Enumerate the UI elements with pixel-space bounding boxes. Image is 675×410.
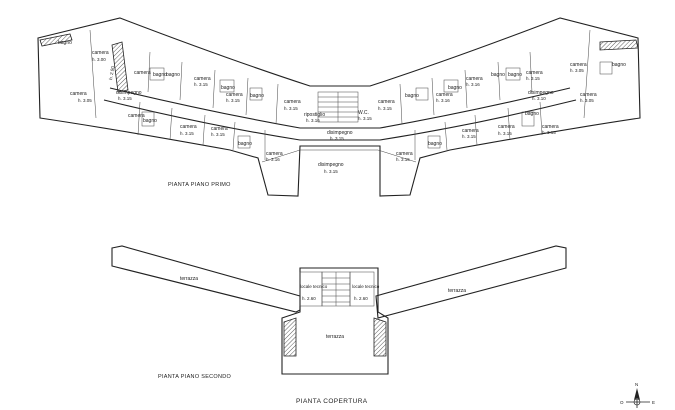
label-r4-bagno: bagno: [428, 141, 442, 147]
roof-stair-hatch-left: [283, 317, 297, 357]
first-floor-corridor-wall-2: [103, 99, 577, 141]
label-tech-left: locale tecnico: [300, 284, 328, 289]
label-lobby-h: h. 3.15: [324, 169, 338, 174]
label-l5-camera: camera: [128, 113, 145, 119]
label-l2-camera: camera: [134, 70, 151, 76]
label-r7-camera: camera: [462, 128, 479, 134]
left-partitions: [89, 29, 279, 160]
label-r9-h: h. 3.05: [580, 98, 594, 103]
label-left-disimpegno: disimpegno: [116, 90, 142, 96]
label-central-disimpegno: disimpegno: [327, 130, 353, 136]
label-left-h290: h. 2.90: [108, 65, 115, 80]
central-stair-treads: [318, 92, 358, 122]
first-floor-plan: bagno camera h. 3.00 h. 2.90 camera h. 3…: [37, 17, 641, 197]
label-l6-h: h. 3.15: [180, 131, 194, 136]
first-floor-corridor-wall: [109, 87, 571, 129]
label-l5-h: h. 3.15: [211, 132, 225, 137]
label-r5-h: h. 3.15: [526, 76, 540, 81]
label-l4-bagno: bagno: [250, 93, 264, 99]
label-r1-h: h. 3.15: [378, 106, 392, 111]
roof-stair-hatch-right: [373, 317, 387, 357]
label-r6-bagno: bagno: [508, 72, 522, 78]
label-l2-bagno: bagno: [153, 72, 167, 78]
label-ripostiglio: ripostiglio: [304, 112, 325, 118]
label-r7-h: h. 3.15: [462, 134, 476, 139]
second-floor-plan: terrazza terrazza terrazza locale tecnic…: [111, 245, 567, 405]
label-l2-h: h. 3.15: [226, 98, 240, 103]
label-l2-bagno2: bagno: [166, 72, 180, 78]
label-r9-bagno: bagno: [612, 62, 626, 68]
label-r8-h: h. 3.05: [570, 68, 584, 73]
central-terrace-block: [281, 267, 389, 375]
label-l6-camera: camera: [180, 124, 197, 130]
left-end-hatch: [111, 41, 129, 93]
left-stair-hatch: [39, 33, 73, 47]
label-r5-camera: camera: [526, 70, 543, 76]
label-right-dis-h: h. 3.10: [532, 96, 546, 101]
label-l7-camera: camera: [211, 126, 228, 132]
label-wc-h: h. 3.15: [358, 116, 372, 121]
caption-piano-primo: PIANTA PIANO PRIMO: [168, 182, 231, 188]
compass-north: N: [635, 382, 638, 387]
label-left-h-1: h. 3.00: [92, 57, 106, 62]
label-left-camera-1: camera: [92, 50, 109, 56]
label-r3-camera: camera: [466, 76, 483, 82]
compass-east: E: [652, 400, 655, 405]
right-terrace-wing: [375, 245, 567, 319]
label-l5-bagno: bagno: [143, 118, 157, 124]
central-bay: [261, 149, 417, 163]
label-tech-right-h: h. 2.60: [354, 296, 368, 301]
label-terrazza-center: terrazza: [326, 334, 344, 340]
label-r6-camera: camera: [498, 124, 515, 130]
label-r4-h: h. 3.15: [396, 157, 410, 162]
label-left-bagno: bagno: [58, 40, 72, 46]
label-ripostiglio-h: h. 3.16: [306, 118, 320, 123]
roof-stair: [321, 271, 351, 307]
label-l4-camera: camera: [284, 99, 301, 105]
label-tech-right: locale tecnico: [352, 284, 380, 289]
label-r8-camera: camera: [570, 62, 587, 68]
caption-piano-secondo: PIANTA PIANO SECONDO: [158, 374, 232, 380]
label-left-camera-2: camera: [70, 91, 87, 97]
label-tech-left-h: h. 2.60: [302, 296, 316, 301]
label-r2-camera: camera: [436, 92, 453, 98]
right-end-hatch: [599, 39, 639, 51]
north-compass-icon: N E O: [620, 382, 655, 408]
label-r6-h: h. 3.15: [498, 131, 512, 136]
label-l2-camera-b: camera: [226, 92, 243, 98]
label-central-dis-h: h. 3.15: [330, 136, 344, 141]
first-floor-outer-wall: [37, 17, 641, 197]
label-left-dis-h: h. 3.15: [118, 96, 132, 101]
caption-copertura: PIANTA COPERTURA: [296, 398, 368, 405]
label-l4-h: h. 3.15: [284, 106, 298, 111]
compass-west: O: [620, 400, 624, 405]
label-l3-bagno: bagno: [221, 85, 235, 91]
label-r3-h: h. 3.16: [466, 82, 480, 87]
label-r1-camera: camera: [378, 99, 395, 105]
bathroom-boxes: [141, 61, 613, 149]
label-r2-bagno: bagno: [405, 93, 419, 99]
label-r10-camera: camera: [542, 124, 559, 130]
left-terrace-wing: [111, 245, 301, 313]
label-wc: W.C.: [358, 110, 369, 116]
label-terrazza-right: terrazza: [448, 288, 466, 294]
label-r4-camera: camera: [396, 151, 413, 157]
label-left-h305: h. 3.05: [78, 98, 92, 103]
label-l3-camera: camera: [194, 76, 211, 82]
label-r7-bagno: bagno: [525, 111, 539, 117]
label-l8-camera: camera: [266, 151, 283, 157]
label-r9-camera: camera: [580, 92, 597, 98]
label-lobby-disimpegno: disimpegno: [318, 162, 344, 168]
label-l7-h: h. 3.16: [266, 157, 280, 162]
label-right-disimpegno: disimpegno: [528, 90, 554, 96]
label-r5-bagno: bagno: [491, 72, 505, 78]
label-r2-h: h. 3.16: [436, 98, 450, 103]
label-terrazza-left: terrazza: [180, 276, 198, 282]
label-l7-bagno: bagno: [238, 141, 252, 147]
right-partitions: [399, 29, 591, 160]
label-r3-bagno: bagno: [448, 85, 462, 91]
label-r10-h: h. 3.15: [542, 130, 556, 135]
label-l3-h: h. 3.15: [194, 82, 208, 87]
